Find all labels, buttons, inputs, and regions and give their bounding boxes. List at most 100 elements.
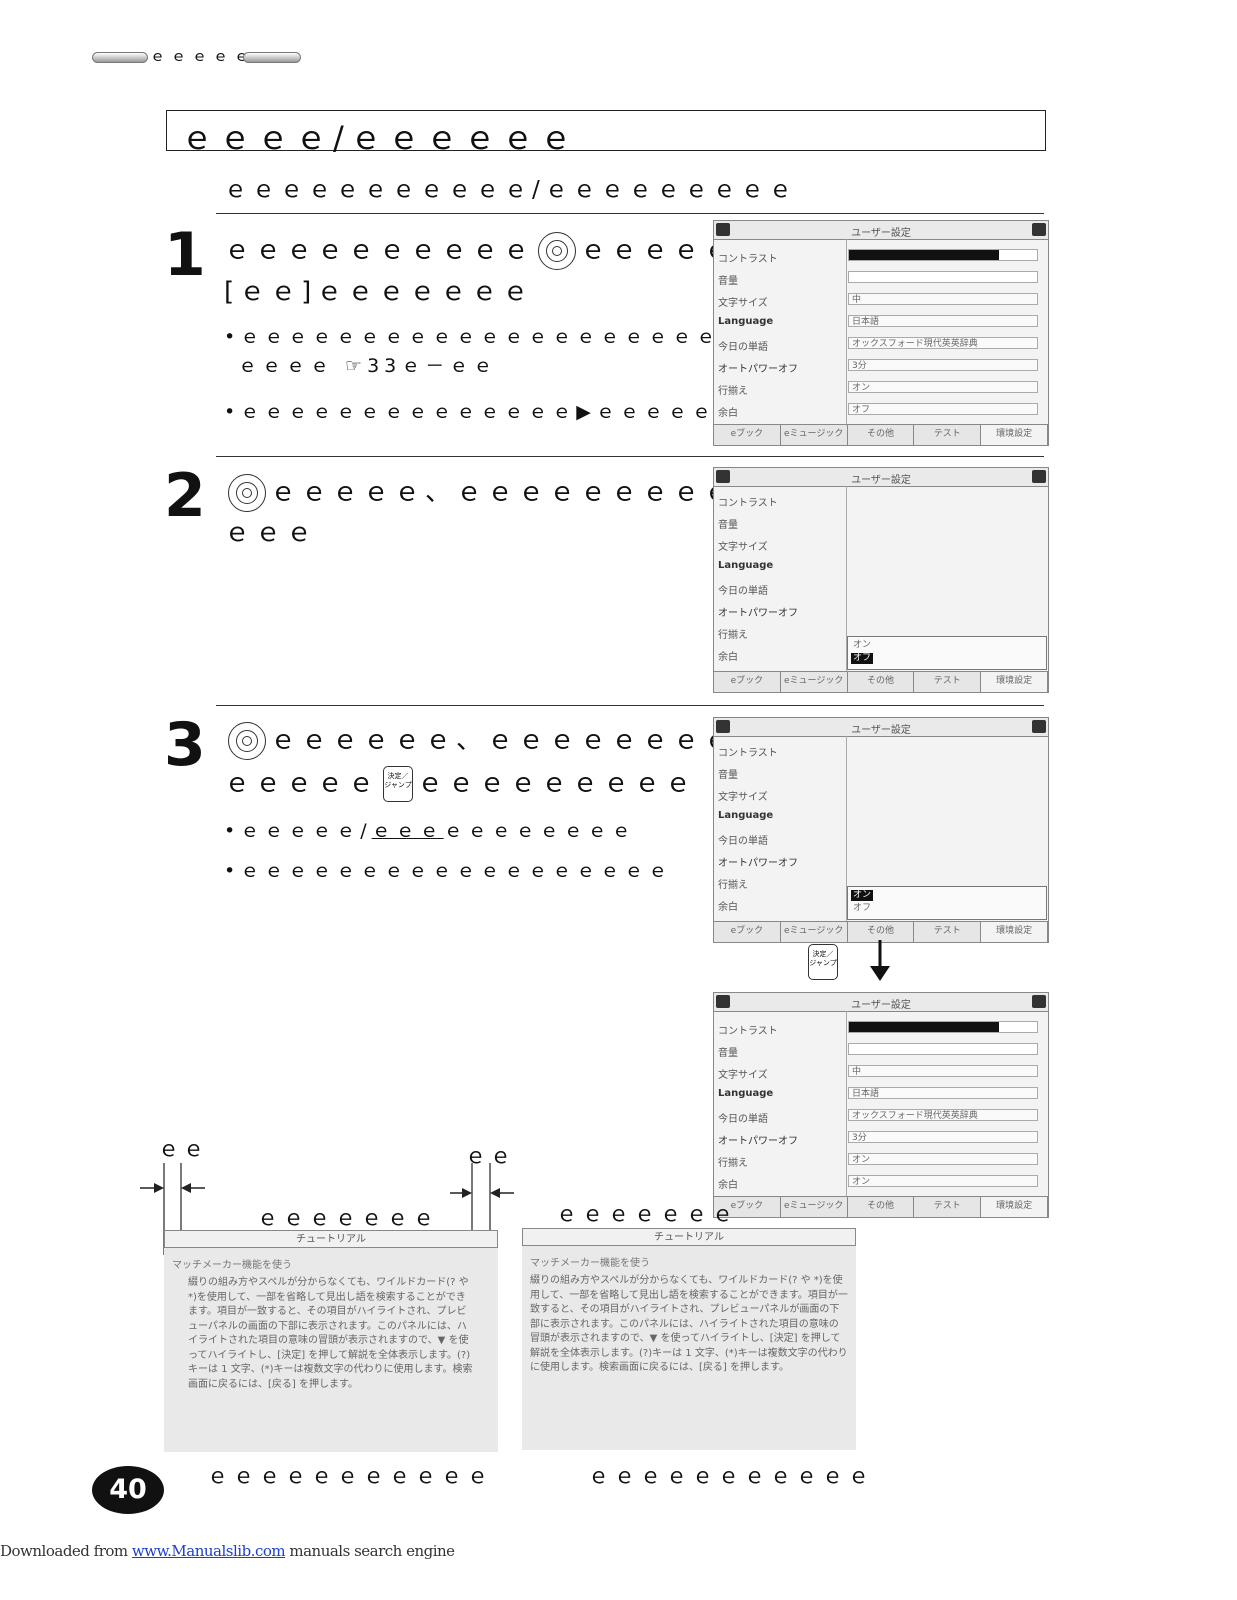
menu-icon <box>716 223 730 236</box>
margin-popup[interactable]: オン オフ <box>847 636 1047 670</box>
panel-right-caption: ｅｅｅｅｅｅｅｅｅｅｅ <box>588 1464 874 1488</box>
value-size[interactable]: 中 <box>848 293 1038 305</box>
tab-emusic[interactable]: eミュージック <box>780 1197 848 1217</box>
popup-option-off[interactable]: オフ <box>853 903 872 913</box>
label-language: Language <box>718 316 774 327</box>
menu-icon <box>1032 995 1046 1008</box>
right-arrow-icon: ▶ <box>576 401 596 423</box>
step-number-3: 3 <box>164 710 206 780</box>
tab-ebook[interactable]: eブック <box>714 672 781 692</box>
volume-bar[interactable] <box>848 1043 1038 1055</box>
value-dict[interactable]: オックスフォード現代英英辞典 <box>848 1109 1038 1121</box>
tab-ebook[interactable]: eブック <box>714 425 781 445</box>
margin-popup[interactable]: オン オフ <box>847 886 1047 920</box>
label-volume: 音量 <box>718 770 738 781</box>
value-dict[interactable]: オックスフォード現代英英辞典 <box>848 337 1038 349</box>
label-align: 行揃え <box>718 630 748 641</box>
value-power[interactable]: 3分 <box>848 359 1038 371</box>
section-label: ｅｅｅｅｅｅ <box>150 47 277 65</box>
preview-subtitle: マッチメーカー機能を使う <box>172 1260 292 1271</box>
popup-option-off[interactable]: オフ <box>851 653 874 664</box>
step3-rule <box>216 705 1044 706</box>
tab-ebook[interactable]: eブック <box>714 922 781 942</box>
label-contrast: コントラスト <box>718 748 778 759</box>
tab-settings[interactable]: 環境設定 <box>981 922 1048 942</box>
nav-key-icon <box>228 722 266 760</box>
tab-other[interactable]: その他 <box>847 1197 915 1217</box>
tab-settings[interactable]: 環境設定 <box>981 425 1048 445</box>
label-language: Language <box>718 1088 774 1099</box>
device-screen-1: ユーザー設定 コントラスト 音量 文字サイズ Language 今日の単語 オー… <box>713 220 1049 446</box>
enter-key-line2: ジャンプ <box>809 959 837 967</box>
popup-option-on[interactable]: オン <box>851 890 874 901</box>
label-align: 行揃え <box>718 386 748 397</box>
popup-option-on[interactable]: オン <box>853 640 872 650</box>
tab-other[interactable]: その他 <box>847 425 915 445</box>
footer: Downloaded from www.Manualslib.com manua… <box>0 1542 455 1560</box>
contrast-fill <box>849 1022 1000 1032</box>
menu-icon <box>1032 720 1046 733</box>
step-number-2: 2 <box>164 461 206 531</box>
footer-link[interactable]: www.Manualslib.com <box>131 1542 286 1560</box>
step1-rule <box>216 213 1044 214</box>
step3-bullet2: •ｅｅｅｅｅｅｅｅｅｅｅｅｅｅｅｅｅｅ <box>224 860 673 882</box>
enter-key-line1: 決定／ <box>387 772 409 780</box>
device-screen-4: ユーザー設定 コントラスト 音量 文字サイズ Language 今日の単語 オー… <box>713 992 1049 1218</box>
value-align[interactable]: オン <box>848 381 1038 393</box>
label-language: Language <box>718 810 774 821</box>
tab-ebook[interactable]: eブック <box>714 1197 781 1217</box>
volume-bar[interactable] <box>848 271 1038 283</box>
value-language[interactable]: 日本語 <box>848 315 1038 327</box>
label-volume: 音量 <box>718 276 738 287</box>
menu-icon <box>1032 223 1046 236</box>
device-titlebar: ユーザー設定 <box>714 718 1048 737</box>
column-divider <box>846 239 847 424</box>
label-align: 行揃え <box>718 880 748 891</box>
label-word: 今日の単語 <box>718 836 768 847</box>
device-title: ユーザー設定 <box>851 725 911 736</box>
value-margin[interactable]: オン <box>848 1175 1038 1187</box>
label-volume: 音量 <box>718 1048 738 1059</box>
contrast-bar[interactable] <box>848 1021 1038 1033</box>
column-divider <box>846 1011 847 1196</box>
step1-bullet1-b: ｅｅｅｅ ☞33ｅ－ｅｅ <box>238 355 498 377</box>
page-number: 40 <box>92 1466 164 1514</box>
device-titlebar: ユーザー設定 <box>714 221 1048 240</box>
title-box: ｅｅｅｅ/ｅｅｅｅｅｅ <box>166 110 1046 157</box>
value-align[interactable]: オン <box>848 1153 1038 1165</box>
label-auto-power-off: オートパワーオフ <box>718 1136 798 1147</box>
step3-bullet1-b: ｅｅｅｅｅｅｅｅ <box>443 820 636 842</box>
label-align: 行揃え <box>718 1158 748 1169</box>
step2-line2: ｅｅｅ <box>224 518 318 548</box>
value-margin[interactable]: オフ <box>848 403 1038 415</box>
label-word: 今日の単語 <box>718 342 768 353</box>
menu-icon <box>1032 470 1046 483</box>
label-margin: 余白 <box>718 408 738 419</box>
menu-icon <box>716 995 730 1008</box>
margin-label-right: ｅｅ <box>465 1144 515 1168</box>
step2-line1: ｅｅｅｅｅ、ｅｅｅｅｅｅｅｅｅｅｅ <box>224 474 797 512</box>
value-language[interactable]: 日本語 <box>848 1087 1038 1099</box>
header-pill-left <box>92 52 148 63</box>
label-contrast: コントラスト <box>718 498 778 509</box>
step3-bullet1: •ｅｅｅｅｅ/ｅｅｅｅｅｅｅｅｅｅｅ <box>224 820 636 843</box>
tab-other[interactable]: その他 <box>847 922 915 942</box>
contrast-bar[interactable] <box>848 249 1038 261</box>
tab-settings[interactable]: 環境設定 <box>981 672 1048 692</box>
label-contrast: コントラスト <box>718 254 778 265</box>
tab-settings[interactable]: 環境設定 <box>981 1197 1048 1217</box>
tab-test[interactable]: テスト <box>914 425 982 445</box>
step1-bullet2-a: •ｅｅｅｅｅｅｅｅｅｅｅｅｅｅ <box>224 401 577 423</box>
tab-emusic[interactable]: eミュージック <box>780 672 848 692</box>
value-power[interactable]: 3分 <box>848 1131 1038 1143</box>
tab-test[interactable]: テスト <box>914 672 982 692</box>
tab-emusic[interactable]: eミュージック <box>780 922 848 942</box>
tab-emusic[interactable]: eミュージック <box>780 425 848 445</box>
tab-test[interactable]: テスト <box>914 922 982 942</box>
tab-test[interactable]: テスト <box>914 1197 982 1217</box>
value-size[interactable]: 中 <box>848 1065 1038 1077</box>
tab-other[interactable]: その他 <box>847 672 915 692</box>
preview-text: 綴りの組み方やスペルが分からなくても、ワイルドカード(? や *)を使用して、一… <box>188 1277 473 1390</box>
